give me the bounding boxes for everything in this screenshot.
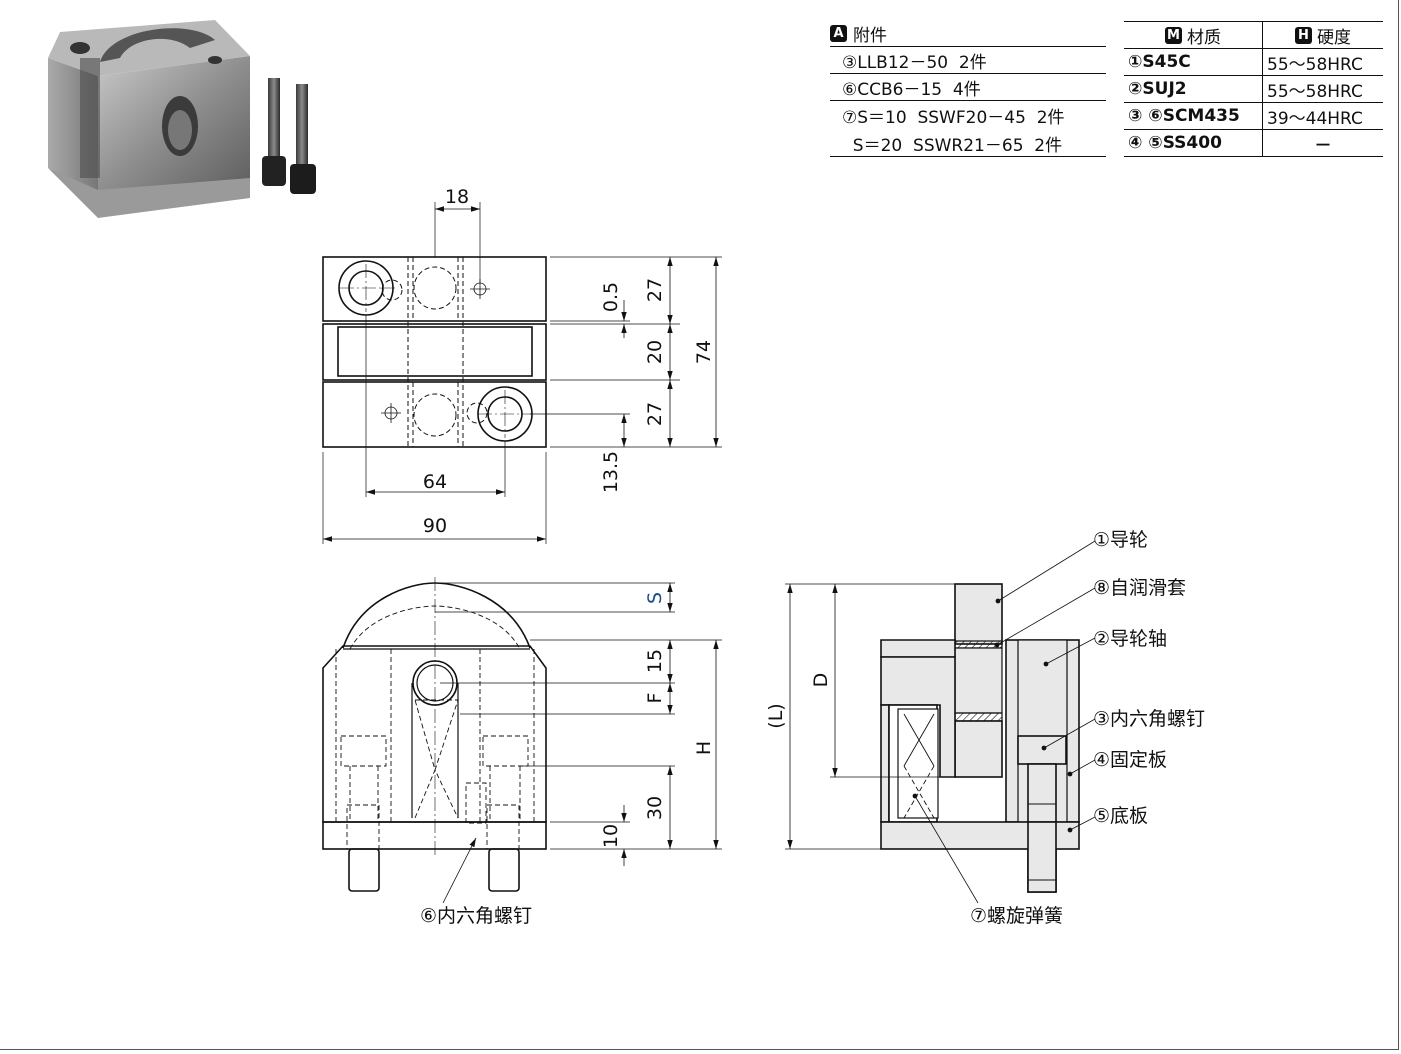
material-row: ①S45C 55～58HRC xyxy=(1124,48,1383,76)
accessories-title: 附件 xyxy=(853,25,887,46)
dim-f: F xyxy=(644,693,666,704)
product-photo xyxy=(48,20,316,218)
callout-coil-spring: ⑦螺旋弹簧 xyxy=(970,905,1063,927)
dim-10: 10 xyxy=(600,824,622,848)
material-part: ③ ⑥SCM435 xyxy=(1124,102,1263,130)
material-part: ①S45C xyxy=(1124,48,1263,76)
accessories-badge: A xyxy=(830,24,847,42)
material-part: ②SUJ2 xyxy=(1124,75,1263,103)
dim-h: H xyxy=(693,741,715,755)
dim-s: S xyxy=(644,592,666,604)
dim-20: 20 xyxy=(644,340,666,364)
callout-hex-screw-6: ⑥内六角螺钉 xyxy=(420,905,532,927)
material-part: ④ ⑤SS400 xyxy=(1124,129,1263,157)
material-hardness: － xyxy=(1262,129,1383,157)
dim-13-5: 13.5 xyxy=(600,451,622,493)
material-row: ③ ⑥SCM435 39～44HRC xyxy=(1124,102,1383,130)
material-badge: M xyxy=(1165,26,1182,44)
accessory-item: S＝20 SSWR21－65 2件 xyxy=(830,130,1106,157)
callout-fixing-plate: ④固定板 xyxy=(1093,749,1167,771)
dim-0-5: 0.5 xyxy=(600,282,622,312)
dim-18: 18 xyxy=(445,186,469,208)
dim-64: 64 xyxy=(423,471,447,493)
callout-base-plate: ⑤底板 xyxy=(1093,805,1148,827)
material-row: ④ ⑤SS400 － xyxy=(1124,129,1383,157)
top-view xyxy=(322,202,722,544)
callout-wheel-shaft: ②导轮轴 xyxy=(1093,628,1167,650)
hardness-header: 硬度 xyxy=(1317,27,1351,48)
material-row: ②SUJ2 55～58HRC xyxy=(1124,75,1383,103)
material-hardness: 55～58HRC xyxy=(1262,48,1383,76)
dim-74: 74 xyxy=(693,340,715,364)
dim-15: 15 xyxy=(644,649,666,673)
callout-guide-wheel: ①导轮 xyxy=(1093,529,1148,551)
callout-hex-screw-3: ③内六角螺钉 xyxy=(1093,708,1205,730)
accessory-item: ⑥CCB6－15 4件 xyxy=(830,74,1106,101)
dim-l: (L) xyxy=(765,703,787,728)
material-table-header: M 材质 H 硬度 xyxy=(1124,21,1383,49)
accessory-item: ⑦S＝10 SSWF20－45 2件 xyxy=(842,108,1065,128)
front-view xyxy=(322,577,722,904)
dim-30: 30 xyxy=(644,796,666,820)
material-header: 材质 xyxy=(1187,27,1221,48)
material-hardness: 39～44HRC xyxy=(1262,102,1383,130)
material-hardness: 55～58HRC xyxy=(1262,75,1383,103)
side-view xyxy=(785,540,1096,904)
dim-d: D xyxy=(810,673,832,688)
accessories-header: A 附件 xyxy=(830,20,1106,47)
dim-27-top: 27 xyxy=(644,278,666,302)
dim-90: 90 xyxy=(423,515,447,537)
material-table: M 材质 H 硬度 ①S45C 55～58HRC ②SUJ2 55～58HRC ③ … xyxy=(1124,21,1383,157)
callout-lubricating-bush: ⑧自润滑套 xyxy=(1093,577,1186,599)
hardness-badge: H xyxy=(1295,26,1312,44)
dim-27-bottom: 27 xyxy=(644,402,666,426)
accessory-item: ③LLB12－50 2件 xyxy=(830,47,1106,74)
